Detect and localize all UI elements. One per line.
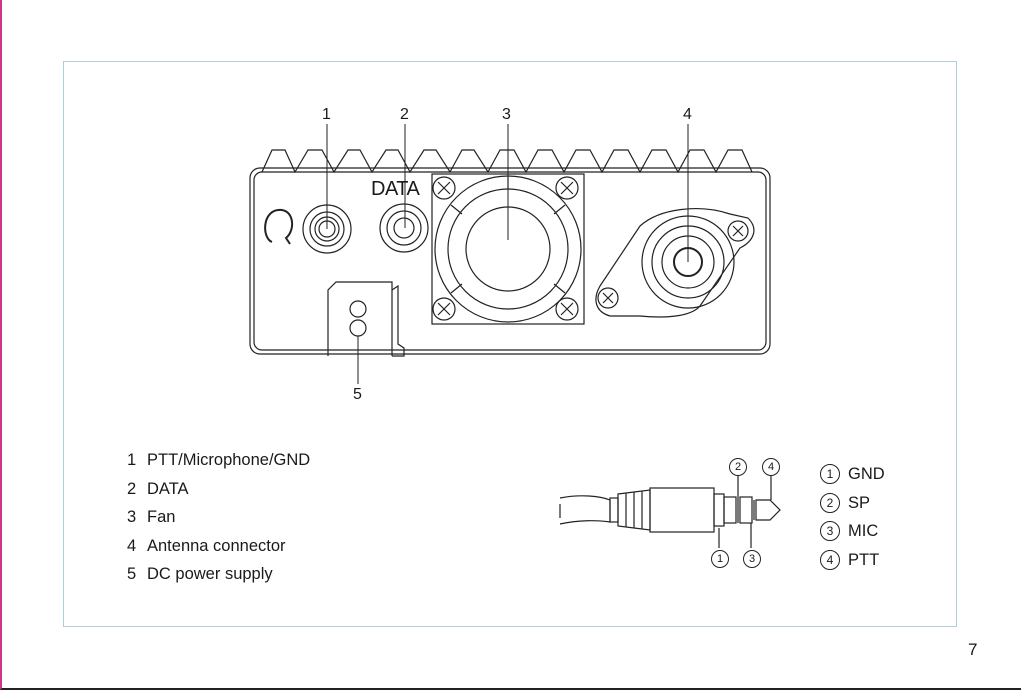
page-number: 7 [968, 640, 977, 660]
plug-number-1: 1 [711, 550, 729, 568]
callout-1: 1 [322, 106, 331, 124]
callout-4: 4 [683, 106, 692, 124]
plug-number-2: 2 [729, 458, 747, 476]
plug-number-4: 4 [762, 458, 780, 476]
callout-leaders [327, 124, 688, 384]
data-jack [380, 204, 428, 252]
data-port-label: DATA [371, 178, 419, 201]
headset-icon [265, 210, 292, 244]
radio-housing-inner [254, 172, 766, 350]
plug-number-3: 3 [743, 550, 761, 568]
callout-5: 5 [353, 386, 362, 404]
callout-3: 3 [502, 106, 511, 124]
plug-drawing [560, 476, 780, 548]
callout-2: 2 [400, 106, 409, 124]
dc-power-cable [328, 282, 404, 356]
heatsink-fins [262, 150, 752, 172]
antenna-connector [596, 209, 754, 317]
